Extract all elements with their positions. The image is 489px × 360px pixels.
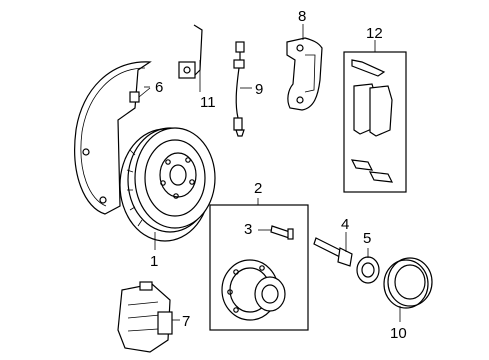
sensor-wire-part <box>233 41 245 137</box>
callout-8: 8 <box>298 8 306 25</box>
callout-7: 7 <box>182 313 190 330</box>
callout-3: 3 <box>244 221 252 238</box>
callout-4: 4 <box>341 216 349 233</box>
wheel-stud-part <box>270 225 294 240</box>
splash-shield-part <box>74 61 152 215</box>
brake-rotor-part <box>119 127 216 242</box>
callout-12: 12 <box>366 25 383 42</box>
callout-11: 11 <box>200 94 216 111</box>
callout-1: 1 <box>150 253 158 270</box>
seal-part <box>356 256 380 284</box>
hub-assembly-part <box>209 204 309 331</box>
callout-6: 6 <box>155 79 163 96</box>
leader-lines <box>144 24 401 322</box>
callout-10: 10 <box>390 325 407 342</box>
bearing-part <box>383 257 433 309</box>
callout-9: 9 <box>255 81 263 98</box>
bracket-part <box>178 24 203 79</box>
callout-2: 2 <box>254 180 262 197</box>
pad-kit-part <box>343 51 407 193</box>
bolt-part <box>313 237 353 267</box>
callout-5: 5 <box>363 230 371 247</box>
caliper-part <box>117 281 173 353</box>
caliper-bracket-part <box>286 37 323 111</box>
